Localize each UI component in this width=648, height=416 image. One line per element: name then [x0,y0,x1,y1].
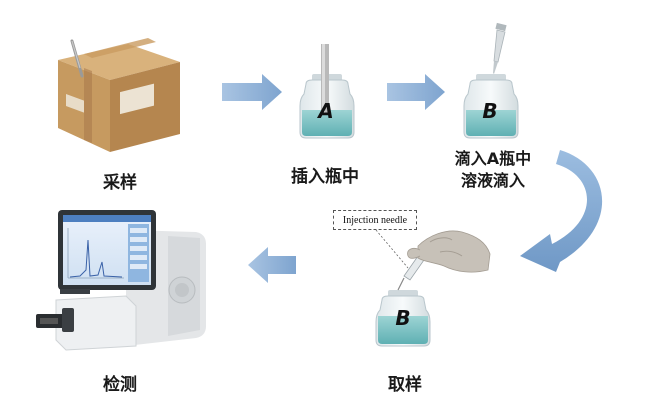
bottle-a-icon [299,44,355,139]
dropper-icon [493,22,507,74]
bottle-b2-icon [375,290,431,347]
curved-arrow [520,150,603,272]
bottle-b-letter: B [482,99,498,123]
bottle-a-letter: A [318,99,334,123]
bottle-b-icon [463,74,519,139]
bottle-b2-letter: B [395,306,411,330]
arrow-left [248,247,296,283]
step-take-label: 取样 [388,375,422,395]
injection-needle-callout: Injection needle [333,210,417,230]
analyzer-instrument-icon [36,210,206,351]
step-detect-label: 检测 [103,375,137,395]
arrow-right-2 [387,74,445,110]
step-drip-label-line1: 滴入A瓶中 [454,149,532,168]
arrow-right-1 [222,74,282,110]
step-insert-label: 插入瓶中 [291,167,359,187]
step-sampling-label: 采样 [103,173,137,193]
step-drip-label-line2: 溶液滴入 [460,171,525,190]
gloved-hand-icon [375,229,491,291]
cardboard-box-icon [58,38,180,152]
